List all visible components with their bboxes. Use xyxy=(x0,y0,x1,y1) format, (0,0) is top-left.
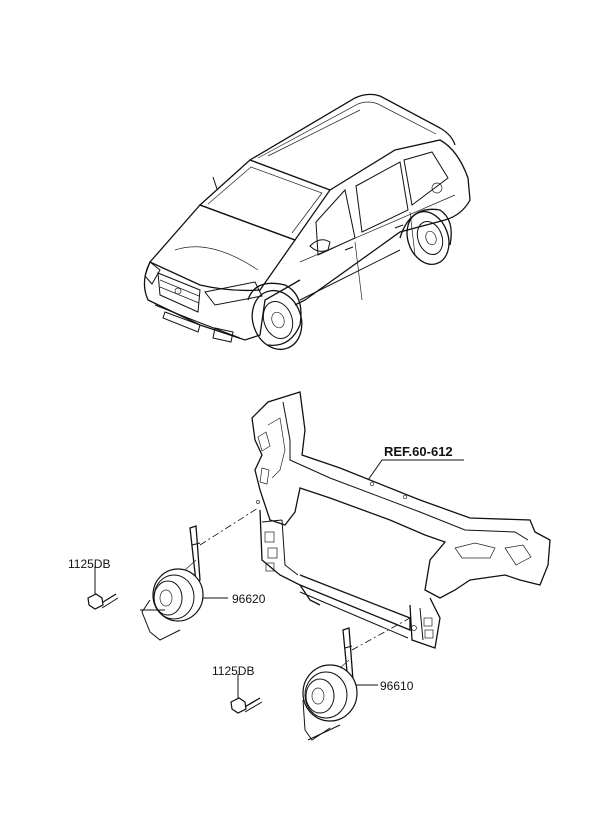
horn-lower-label: 96610 xyxy=(380,679,414,693)
horn-lower-assembly: 1125DB 96610 xyxy=(212,617,414,741)
vehicle-illustration xyxy=(143,93,471,351)
bolt-lower xyxy=(230,697,263,714)
front-wheel xyxy=(247,282,303,351)
bolt-lower-label: 1125DB xyxy=(212,664,254,678)
ref-label: REF.60-612 xyxy=(384,444,453,459)
horn-upper-label: 96620 xyxy=(232,592,266,606)
radiator-support-frame xyxy=(251,391,551,649)
horn-upper-assembly: 1125DB 96620 xyxy=(68,507,266,641)
rear-wheel xyxy=(399,208,452,265)
bolt-upper-label: 1125DB xyxy=(68,557,110,571)
bolt-upper xyxy=(87,593,119,610)
ref-callout: REF.60-612 xyxy=(367,444,464,481)
